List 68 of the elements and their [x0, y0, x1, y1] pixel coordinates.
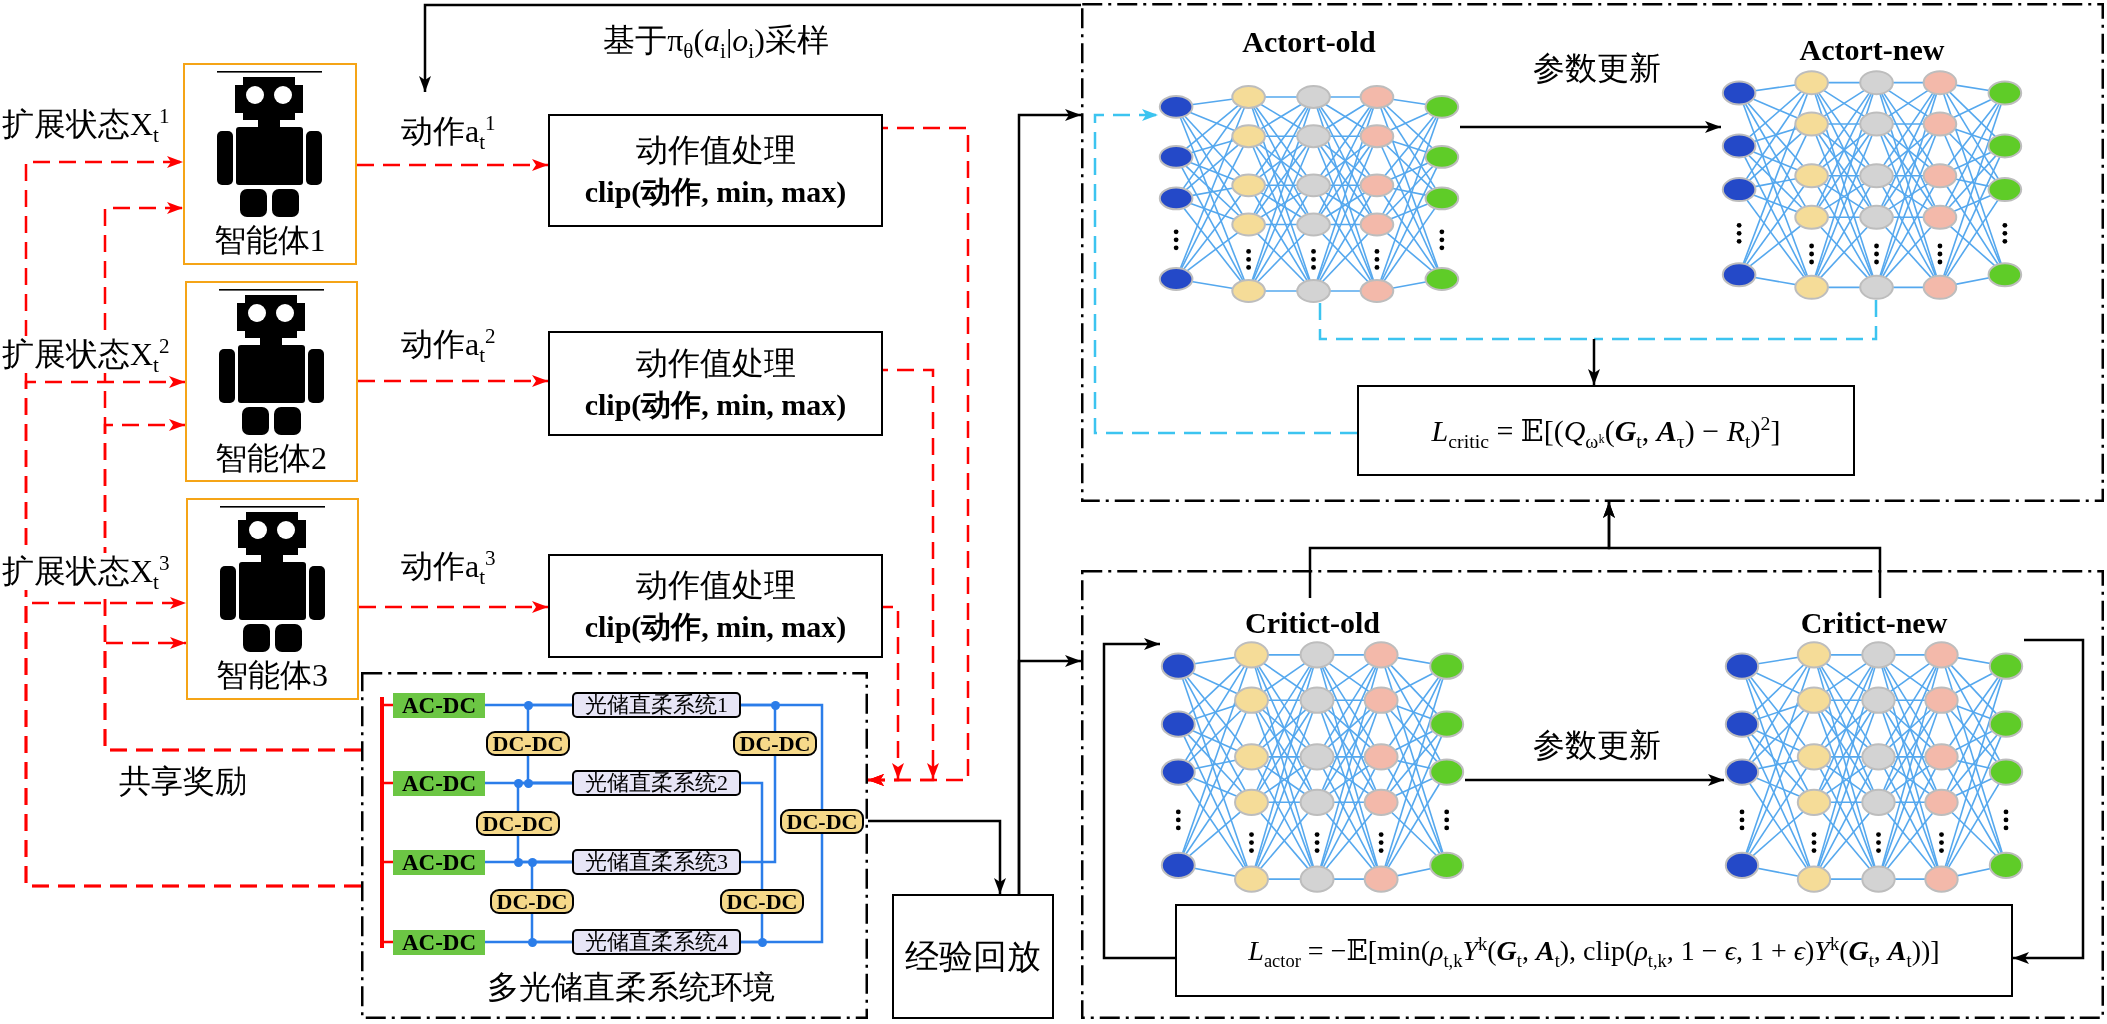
edge-label: 基于π$_{θ}$(a$_{i}$|o$_{i}$)采样 [601, 22, 831, 59]
agent-label: 智能体1 [213, 222, 326, 259]
network-title: Actort-old [1242, 25, 1376, 60]
converter-box: AC-DC [393, 693, 485, 718]
arrow [1603, 502, 1882, 598]
connector-line [741, 756, 777, 864]
converter-box: AC-DC [393, 930, 485, 955]
agent-label: 智能体2 [215, 440, 327, 477]
agent-label: 智能体3 [216, 657, 328, 694]
panel-frame [1081, 3, 2104, 502]
connector-line [530, 860, 572, 889]
panel-frame [361, 672, 868, 1019]
formula-text: clip(动作, min, max) [584, 174, 847, 210]
converter-box: DC-DC [476, 811, 560, 836]
formula-text: clip(动作, min, max) [584, 610, 847, 645]
bus-bar [380, 697, 384, 948]
arrow [868, 605, 904, 786]
connector-line [530, 914, 572, 944]
text-label: 共享奖励 [119, 763, 247, 800]
formula-box: L$_{critic}$ = 𝔼[(Q$_{ωᵏ}$(G$_{t}$, A$_{τ}$) − R$_{t}$)$^{2}$] [1357, 385, 1855, 476]
converter-box: DC-DC [486, 731, 570, 756]
arrow [868, 819, 1006, 894]
converter-box: DC-DC [733, 731, 817, 756]
agent-box [183, 63, 357, 265]
process-box [548, 331, 883, 436]
converter-box: DC-DC [780, 809, 864, 834]
arrow [1102, 638, 1175, 960]
arrow [359, 601, 548, 613]
agent-box [186, 498, 359, 700]
panel-title: 多光储直柔系统环境 [487, 969, 775, 1006]
edge-label: 参数更新 [1531, 50, 1663, 87]
arrow [1588, 339, 1600, 385]
formula-box: L$_{actor}$ = −𝔼[min(ρ$_{t,k}$Y$^{k}$(G$_{t}$, A$_{t}$), clip(ρ$_{t,k}$, 1 − ϵ, 1 + ϵ)Y$^{k}$(G$_{t}$, A$_{t}$))] [1175, 904, 2013, 997]
network-title: Critict-old [1245, 606, 1380, 641]
connector-line [741, 781, 764, 889]
system-box: 光储直柔系统1 [572, 692, 741, 718]
box-heading: 动作值处理 [635, 344, 796, 382]
edge-label: 参数更新 [1531, 727, 1663, 764]
connector-line [741, 834, 824, 944]
arrow [1017, 655, 1081, 894]
arrow [1460, 121, 1721, 133]
process-box [548, 554, 883, 658]
arrow [357, 159, 548, 171]
arrow [24, 597, 361, 888]
system-box: 光储直柔系统2 [572, 770, 741, 796]
connector-line [741, 703, 824, 809]
system-box: 光储直柔系统4 [572, 929, 741, 955]
box-heading: 动作值处理 [635, 567, 796, 605]
converter-box: AC-DC [393, 771, 485, 796]
converter-box: DC-DC [490, 889, 574, 914]
process-box [548, 114, 883, 227]
formula-text: clip(动作, min, max) [584, 387, 847, 423]
network-title: Actort-new [1799, 33, 1945, 68]
process-box: 经验回放 [892, 894, 1054, 1019]
arrow [1465, 774, 1724, 786]
system-box: 光储直柔系统3 [572, 849, 741, 875]
converter-box: DC-DC [720, 889, 804, 914]
agent-box [185, 281, 358, 482]
arrow [103, 637, 361, 752]
connector-line [516, 781, 572, 811]
box-heading: 动作值处理 [635, 131, 796, 169]
arrow [358, 375, 548, 387]
arrow [419, 3, 1081, 92]
arrow [2013, 638, 2085, 964]
converter-box: AC-DC [393, 850, 485, 875]
network-title: Critict-new [1800, 606, 1948, 641]
connector-line [1594, 300, 1878, 341]
connector-line [526, 703, 572, 731]
